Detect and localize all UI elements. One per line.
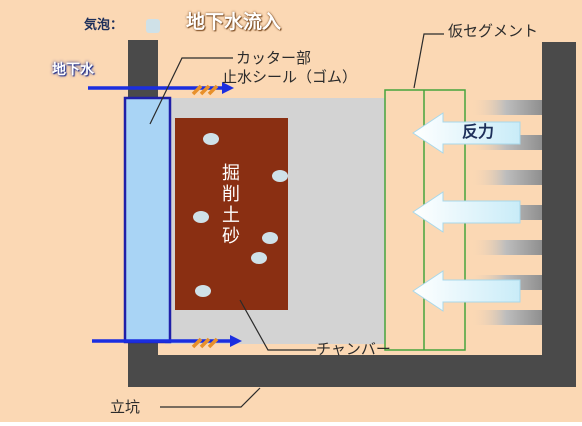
shaft-label: 立坑 <box>110 398 141 416</box>
water-seal-bottom <box>191 337 219 349</box>
bubble-legend-swatch <box>146 19 160 33</box>
cutter-body <box>123 96 172 344</box>
reaction-arrow-3 <box>412 270 521 312</box>
excavated-soil-label: 掘削土砂 <box>222 163 240 247</box>
reaction-arrow-2 <box>412 191 521 233</box>
groundwater-label: 地下水 <box>52 62 94 78</box>
bubbles <box>193 133 288 297</box>
water-seal-top <box>191 84 219 96</box>
shaft-right-wall <box>542 42 576 387</box>
reaction-force-label: 反力 <box>462 122 495 141</box>
chamber-label: チャンバー <box>316 340 391 358</box>
leader-lines <box>149 33 444 408</box>
temp-segment-label: 仮セグメント <box>448 22 539 40</box>
excavated-soil <box>175 118 288 310</box>
groundwater-inflow-label: 地下水流入 <box>186 11 282 33</box>
water-seal-label: 止水シール（ゴム） <box>222 68 358 86</box>
reaction-arrow-1 <box>412 112 521 154</box>
cutter-label: カッター部 <box>236 49 312 67</box>
bubble-legend-label: 気泡： <box>84 18 124 33</box>
shaft-bottom-wall <box>128 355 576 387</box>
